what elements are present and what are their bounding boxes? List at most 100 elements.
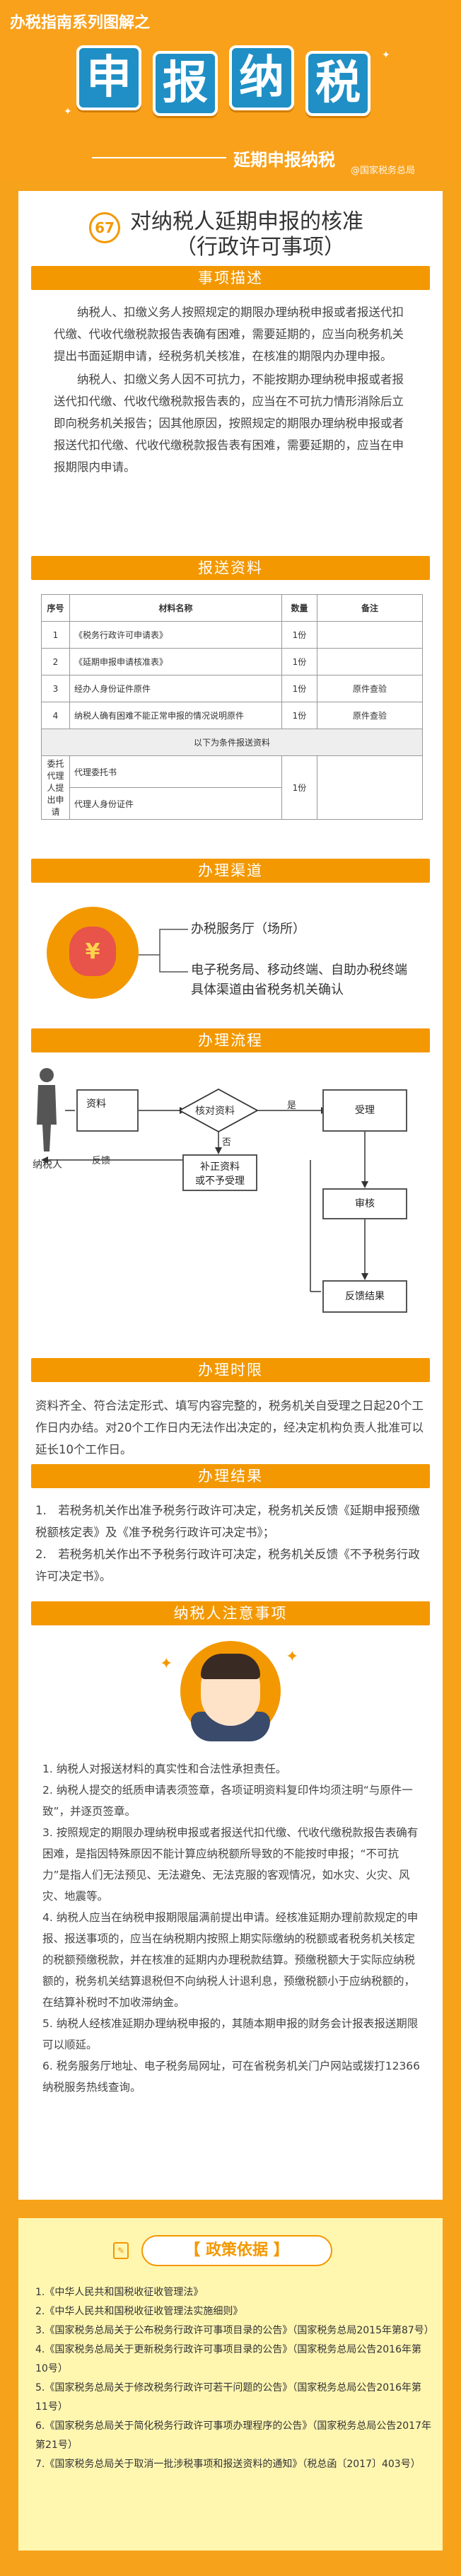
table-row: 委托代理人提出申请 代理委托书 1份 [41,755,423,820]
section-title-desc: 事项描述 [198,269,263,286]
section-title-time: 办理时限 [198,1362,263,1379]
cell-no: 3 [41,675,70,702]
section-banner-materials: 报送资料 [31,556,430,580]
item-title-line2: （行政许可事项） [175,235,345,260]
note-item: 4. 纳税人应当在纳税申报期限届满前提出申请。经核准延期办理前款规定的申报、报送… [42,1911,419,2009]
cond-qty: 1份 [281,755,317,820]
cell-qty: 1份 [281,675,317,702]
cell-note: 原件查验 [317,702,423,729]
cell-name: 《延期申报申请核准表》 [69,648,282,675]
section-title-result: 办理结果 [198,1468,263,1485]
title-char-4: 税 [305,51,370,116]
flow-feedback-label: 反馈 [92,1156,111,1166]
policy-item: 2.《中华人民共和国税收征收管理法实施细则》 [35,2306,243,2317]
cond-item: 代理委托书 [69,755,282,788]
item-title-line1: 对纳税人延期申报的核准 [130,209,363,234]
table-header-row: 序号 材料名称 数量 备注 [41,594,423,622]
result-item: 2. 若税务机关作出不予税务行政许可决定，税务机关反馈《不予税务行政许可决定书》… [35,1548,420,1583]
policy-title-text: 政策依据 [205,2241,268,2259]
note-item: 5. 纳税人经核准延期办理纳税申报的，其随本期申报的财务会计报表报送期限可以顺延… [42,2017,419,2051]
policy-item: 4.《国家税务总局关于更新税务行政许可事项目录的公告》（国家税务总局公告2016… [35,2344,421,2374]
notes-list: 1. 纳税人对报送材料的真实性和合法性承担责任。 2. 纳税人提交的纸质申请表须… [42,1758,424,2098]
section-title-channel: 办理渠道 [198,862,263,879]
materials-table: 序号 材料名称 数量 备注 1 《税务行政许可申请表》 1份 2 《延期申报申请… [41,594,423,820]
section-banner-flow: 办理流程 [31,1028,430,1052]
flow-arrows [45,1110,366,1292]
yen-icon: ¥ [85,939,100,964]
item-number: 67 [89,212,120,243]
table-row: 1 《税务行政许可申请表》 1份 [41,621,423,649]
policy-title: 【 政策依据 】 [141,2235,332,2266]
cell-no: 2 [41,648,70,675]
subtitle-line [92,157,226,158]
result-list: 1. 若税务机关作出准予税务行政许可决定，税务机关反馈《延期申报预缴税额核定表》… [35,1499,428,1587]
cell-no: 1 [41,621,70,649]
table-row: 以下为条件报送资料 [41,729,423,756]
desc-text: 纳税人、扣缴义务人按照规定的期限办理纳税申报或者报送代扣代缴、代收代缴税款报告表… [54,301,407,480]
policy-item: 1.《中华人民共和国税收征收管理法》 [35,2287,204,2298]
desc-paragraph: 纳税人、扣缴义务人按照规定的期限办理纳税申报或者报送代扣代缴、代收代缴税款报告表… [54,306,404,363]
cond-header: 以下为条件报送资料 [41,729,423,756]
header: 办税指南系列图解之 申 报 纳 税 ✦ ✦ 延期申报纳税 @国家税务总局 [0,0,461,180]
sparkle-icon: ✦ [160,1655,173,1673]
flow-accept: 受理 [322,1089,407,1132]
desc-paragraph: 纳税人、扣缴义务人因不可抗力，不能按期办理纳税申报或者报送代扣代缴、代收代缴税款… [54,373,404,474]
note-item: 3. 按照规定的期限办理纳税申报或者报送代扣代缴、代收代缴税款报告表确有困难，是… [42,1826,419,1903]
cell-note: 原件查验 [317,675,423,702]
person-icon [37,1068,57,1151]
sparkle-icon: ✦ [64,106,72,117]
policy-item: 5.《国家税务总局关于修改税务行政许可若干问题的公告》（国家税务总局公告2016… [35,2382,421,2413]
policy-item: 6.《国家税务总局关于简化税务行政许可事项办理程序的公告》（国家税务总局公告20… [35,2420,431,2451]
policy-item: 7.《国家税务总局关于取消一批涉税事项和报送资料的通知》（税总函〔2017〕40… [35,2459,421,2470]
cell-name: 经办人身份证件原件 [69,675,282,702]
channel-line1: 办税服务厅（场所） [191,922,305,936]
col-header: 备注 [317,594,423,622]
flow-check: 核对资料 [195,1106,235,1117]
cell-qty: 1份 [281,702,317,729]
credit: @国家税务总局 [351,166,416,176]
flow-feedback: 反馈结果 [322,1280,407,1313]
note-item: 2. 纳税人提交的纸质申请表须签章，各项证明资料复印件均须注明“与原件一致”，并… [42,1784,413,1818]
arrow-heads [41,1107,368,1280]
cond-item: 代理人身份证件 [69,787,282,820]
table-row: 2 《延期申报申请核准表》 1份 [41,648,423,675]
section-title-materials: 报送资料 [198,559,263,576]
note-item: 1. 纳税人对报送材料的真实性和合法性承担责任。 [42,1763,287,1775]
policy-box [18,2218,443,2551]
decision-diamond [178,1088,259,1133]
note-item: 6. 税务服务厅地址、电子税务局网址，可在省税务机关门户网站或拨打12366纳税… [42,2060,421,2094]
section-title-notes: 纳税人注意事项 [173,1605,288,1622]
title-char-2: 报 [153,51,218,116]
section-banner-time: 办理时限 [31,1358,430,1382]
channel-line3: 具体渠道由省税务机关确认 [191,982,344,997]
channel-line2: 电子税务局、移动终端、自助办税终端 [191,963,407,977]
col-header: 材料名称 [69,594,282,622]
series-title: 办税指南系列图解之 [10,14,151,32]
cell-name: 纳税人确有困难不能正常申报的情况说明原件 [69,702,282,729]
money-bag-icon [69,927,116,976]
cell-no: 4 [41,702,70,729]
col-header: 序号 [41,594,70,622]
time-text: 资料齐全、符合法定形式、填写内容完整的，税务机关自受理之日起20个工作日内办结。… [35,1399,424,1456]
title-char-1: 申 [76,45,141,110]
avatar-hair [201,1654,260,1679]
section-banner-result: 办理结果 [31,1464,430,1488]
table-row: 3 经办人身份证件原件 1份 原件查验 [41,675,423,702]
subtitle: 延期申报纳税 [233,150,335,170]
table-row: 4 纳税人确有困难不能正常申报的情况说明原件 1份 原件查验 [41,702,423,729]
table-row: 代理人身份证件 [42,787,423,820]
sparkle-icon: ✦ [286,1648,299,1666]
document-icon: ✎ [113,2242,129,2259]
title-char-3: 纳 [229,45,294,110]
channel-connector [139,929,188,973]
col-header: 数量 [281,594,317,622]
flow-taxpayer: 纳税人 [33,1159,62,1171]
section-banner-notes: 纳税人注意事项 [31,1601,430,1625]
flow-supplement: 补正资料 或不予受理 [182,1154,257,1191]
cell-name: 《税务行政许可申请表》 [69,621,282,649]
cell-qty: 1份 [281,621,317,649]
section-title-flow: 办理流程 [198,1032,263,1049]
section-banner-desc: 事项描述 [31,266,430,290]
cell-note [317,621,423,649]
